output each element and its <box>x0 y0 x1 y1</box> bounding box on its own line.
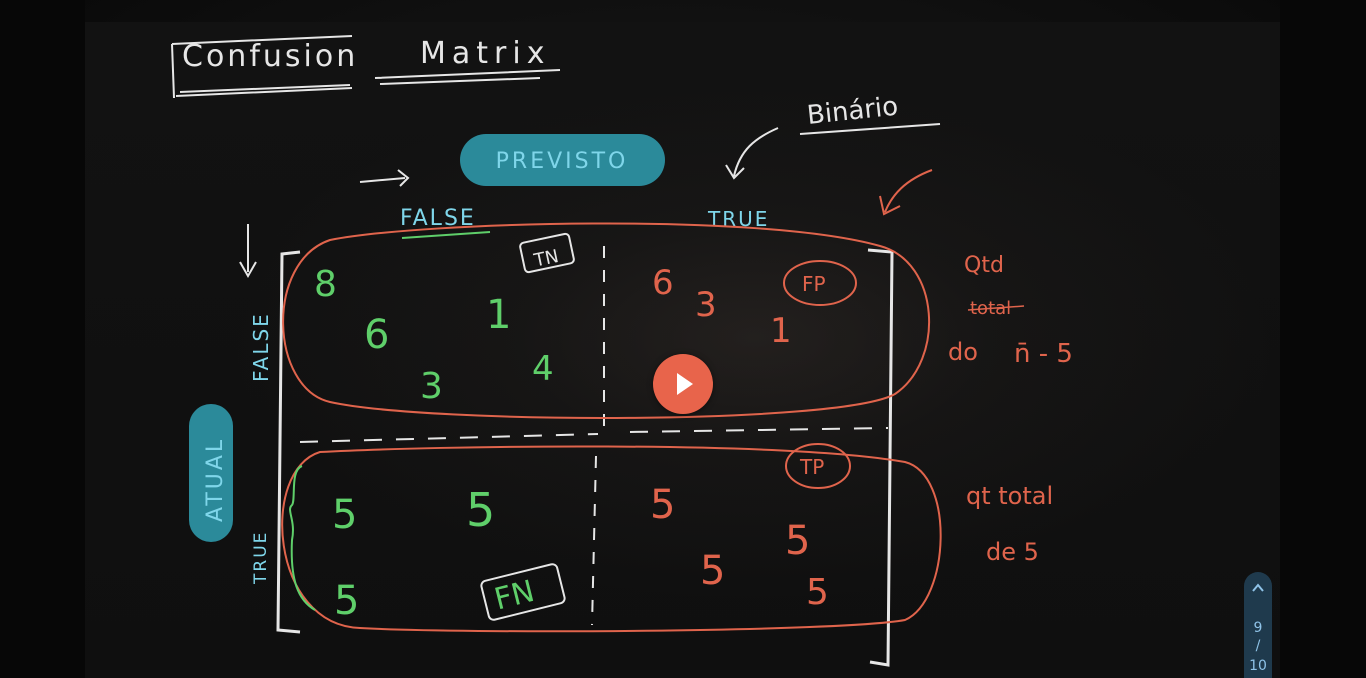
previsto-label: PREVISTO <box>496 149 629 174</box>
col-false-underline <box>401 231 491 239</box>
matrix-divider-horizontal <box>299 427 889 443</box>
page-separator: / <box>1255 638 1261 654</box>
note-do: do <box>948 338 978 366</box>
arrow-right <box>359 169 410 187</box>
title-confusion: Confusion <box>182 39 358 74</box>
play-button[interactable] <box>653 354 713 414</box>
video-frame <box>85 22 1280 678</box>
tp-value: 5 <box>806 572 829 613</box>
matrix-bracket-right <box>867 248 894 667</box>
row-false-outline <box>282 222 931 419</box>
page-total: 10 <box>1249 658 1267 674</box>
tp-value: 5 <box>700 548 725 594</box>
note-total-strike <box>967 305 1025 311</box>
tn-tag-box <box>519 232 575 274</box>
page-indicator: 9 / 10 <box>1244 572 1272 678</box>
page-current: 9 <box>1253 620 1263 636</box>
binario-arrow <box>725 127 779 180</box>
tp-value: 5 <box>650 482 675 528</box>
title-underline <box>374 69 561 85</box>
arrow-down <box>239 224 257 279</box>
title-matrix: Matrix <box>420 36 550 71</box>
matrix-bracket-left <box>276 250 301 634</box>
binario-label: Binário <box>806 92 900 131</box>
arrow-orange <box>879 169 933 216</box>
tp-tag-circle <box>785 443 851 489</box>
fp-value: 1 <box>770 311 792 351</box>
row-label-true: TRUE <box>251 531 271 585</box>
title-box <box>171 35 353 99</box>
note-expression: n̄ - 5 <box>1014 339 1073 369</box>
fp-value: 3 <box>695 285 717 325</box>
letterbox-left <box>0 0 85 678</box>
matrix-divider-vertical <box>591 246 605 626</box>
letterbox-right <box>1280 0 1366 678</box>
fp-tag: FP <box>802 272 826 296</box>
atual-label: ATUAL <box>203 437 228 522</box>
binario-underline <box>799 123 941 135</box>
note-qtd: Qtd <box>964 253 1004 278</box>
row-label-false: FALSE <box>249 312 273 382</box>
true-row-brace <box>289 465 316 611</box>
note-qt-total: qt total <box>966 482 1053 510</box>
fn-value: 5 <box>332 492 357 538</box>
tp-value: 5 <box>785 518 810 564</box>
fp-value: 6 <box>652 263 674 303</box>
previsto-pill <box>460 134 665 186</box>
tn-tag: TN <box>531 246 560 272</box>
row-true-outline <box>281 445 942 633</box>
tp-tag: TP <box>799 455 824 479</box>
tn-value: 3 <box>420 366 443 407</box>
tn-value: 8 <box>314 264 337 305</box>
tn-value: 1 <box>486 292 511 338</box>
chevron-up-icon[interactable] <box>1251 581 1265 595</box>
note-de-5: de 5 <box>986 538 1039 566</box>
tn-value: 6 <box>364 312 389 358</box>
atual-pill <box>189 404 233 542</box>
fp-tag-circle <box>783 260 857 306</box>
play-icon <box>677 373 693 395</box>
fn-value: 5 <box>466 483 495 537</box>
fn-tag-box <box>480 563 566 621</box>
fn-value: 5 <box>334 578 359 624</box>
tn-value: 4 <box>532 349 554 389</box>
